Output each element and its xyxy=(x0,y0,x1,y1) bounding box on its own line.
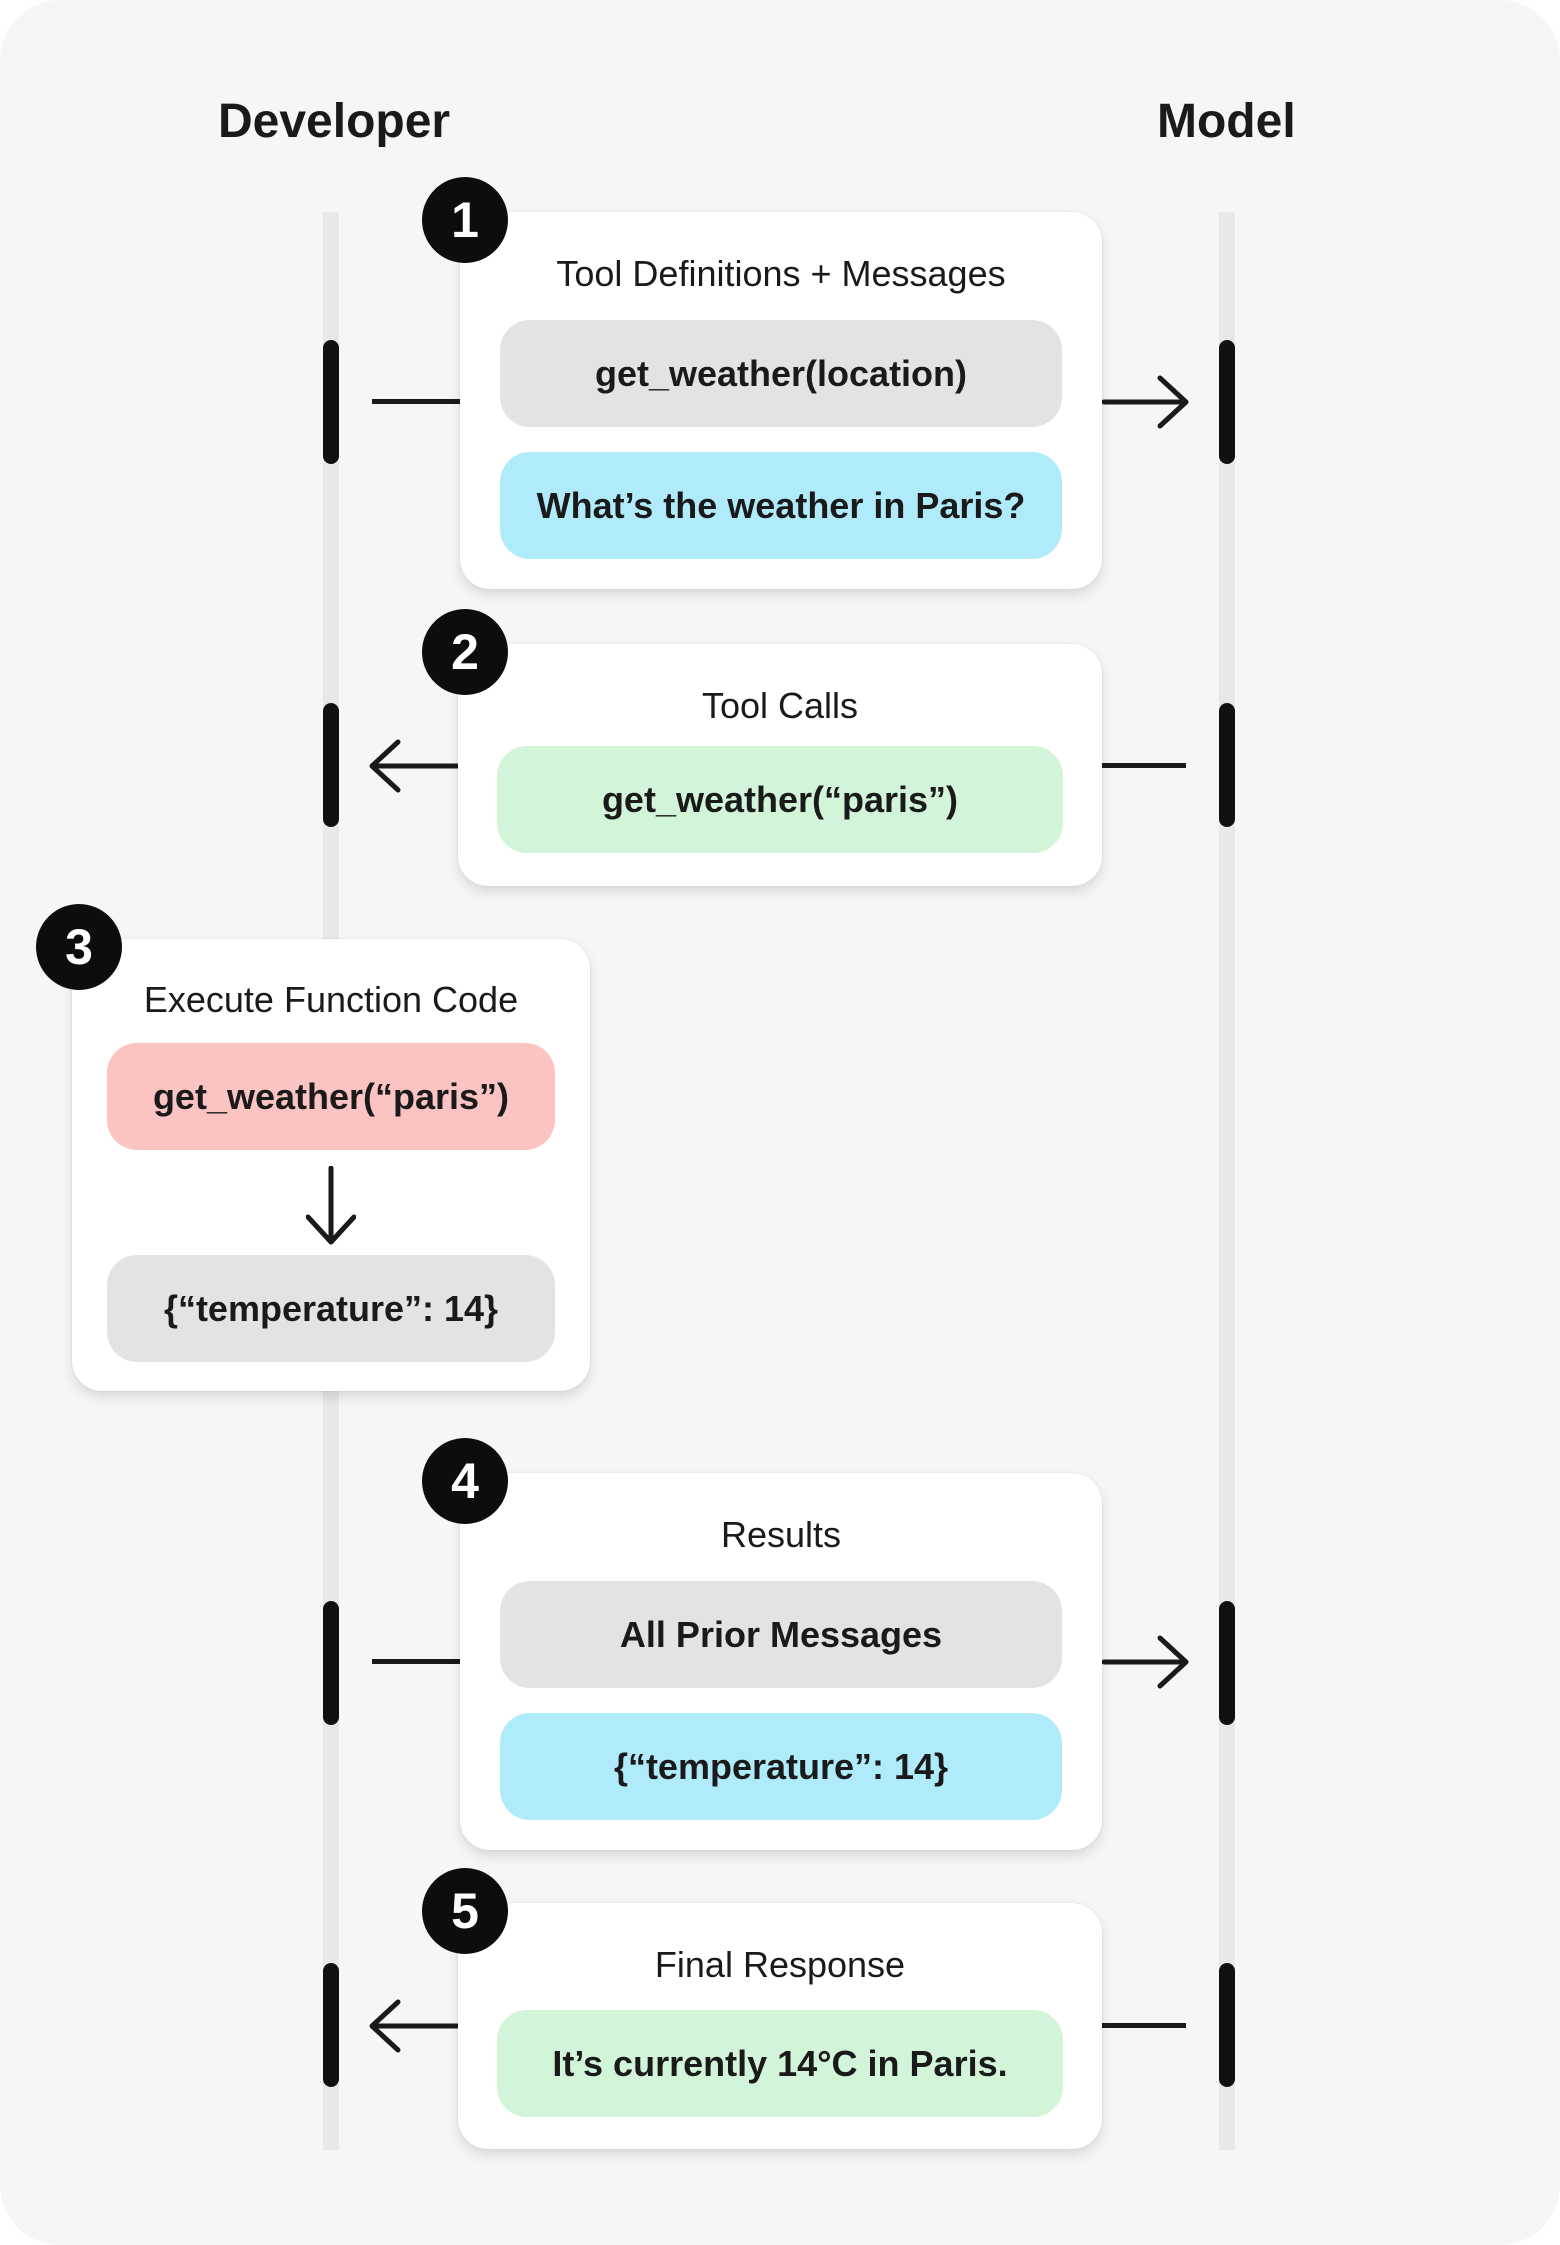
model-activation-1 xyxy=(1219,340,1235,464)
arrow-left-icon xyxy=(369,739,460,793)
developer-column-title: Developer xyxy=(218,95,451,148)
prior-messages-pill: All Prior Messages xyxy=(500,1581,1062,1688)
step-2-title: Tool Calls xyxy=(701,685,859,726)
model-column-title: Model xyxy=(1157,95,1296,148)
step-1-card: Tool Definitions + Messages get_weather(… xyxy=(460,212,1102,589)
step-4-title: Results xyxy=(720,1514,842,1555)
step-5-title: Final Response xyxy=(654,1944,906,1985)
developer-activation-1 xyxy=(323,340,339,464)
function-call-pill: get_weather(“paris”) xyxy=(107,1043,555,1150)
arrow-down-icon xyxy=(306,1166,356,1245)
model-activation-4 xyxy=(1219,1601,1235,1725)
step-2-badge: 2 xyxy=(422,609,508,695)
model-activation-2 xyxy=(1219,703,1235,827)
connector-line-4 xyxy=(372,1659,460,1664)
user-message-pill: What’s the weather in Paris? xyxy=(500,452,1062,559)
step-5-card: Final Response It’s currently 14°C in Pa… xyxy=(458,1903,1102,2149)
model-activation-5 xyxy=(1219,1963,1235,2087)
arrow-right-icon xyxy=(1102,1635,1189,1689)
step-4-badge: 4 xyxy=(422,1438,508,1524)
arrow-right-icon xyxy=(1102,375,1189,429)
connector-line-2 xyxy=(1102,763,1186,768)
step-3-card: Execute Function Code get_weather(“paris… xyxy=(72,939,590,1391)
function-result-pill: {“temperature”: 14} xyxy=(107,1255,555,1362)
connector-line-5 xyxy=(1102,2023,1186,2028)
step-4-card: Results All Prior Messages {“temperature… xyxy=(460,1473,1102,1850)
arrow-left-icon xyxy=(369,1999,460,2053)
developer-activation-4 xyxy=(323,1601,339,1725)
result-payload-pill: {“temperature”: 14} xyxy=(500,1713,1062,1820)
step-3-badge: 3 xyxy=(36,904,122,990)
step-1-title: Tool Definitions + Messages xyxy=(556,253,1006,294)
step-2-card: Tool Calls get_weather(“paris”) xyxy=(458,644,1102,886)
developer-activation-2 xyxy=(323,703,339,827)
tool-call-pill: get_weather(“paris”) xyxy=(497,746,1063,853)
step-1-badge: 1 xyxy=(422,177,508,263)
step-3-title: Execute Function Code xyxy=(143,979,519,1020)
step-5-badge: 5 xyxy=(422,1868,508,1954)
connector-line-1 xyxy=(372,399,460,404)
final-response-pill: It’s currently 14°C in Paris. xyxy=(497,2010,1063,2117)
model-lifeline xyxy=(1219,212,1235,2150)
developer-activation-5 xyxy=(323,1963,339,2087)
tool-definition-pill: get_weather(location) xyxy=(500,320,1062,427)
